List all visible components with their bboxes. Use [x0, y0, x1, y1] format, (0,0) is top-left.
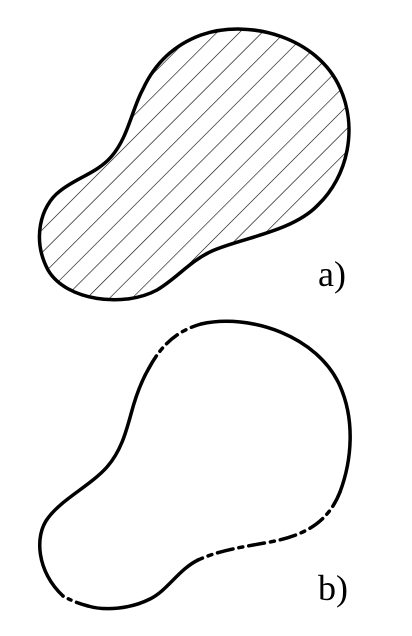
panel-a-hatched-blob: [37, 27, 351, 302]
panel-b-outline-dashdot-bottom: [61, 594, 90, 608]
panel-b-outline-solid-lower: [86, 558, 200, 611]
panel-b-outline-solid-upper: [199, 319, 352, 494]
panel-b-label: b): [318, 568, 348, 608]
panel-b-outline-dashdot-right: [196, 490, 342, 562]
panel-b-outline-solid-left: [37, 366, 151, 598]
panel-a-label: a): [318, 254, 346, 294]
panel-b-outline-dashdot-top: [147, 322, 203, 370]
